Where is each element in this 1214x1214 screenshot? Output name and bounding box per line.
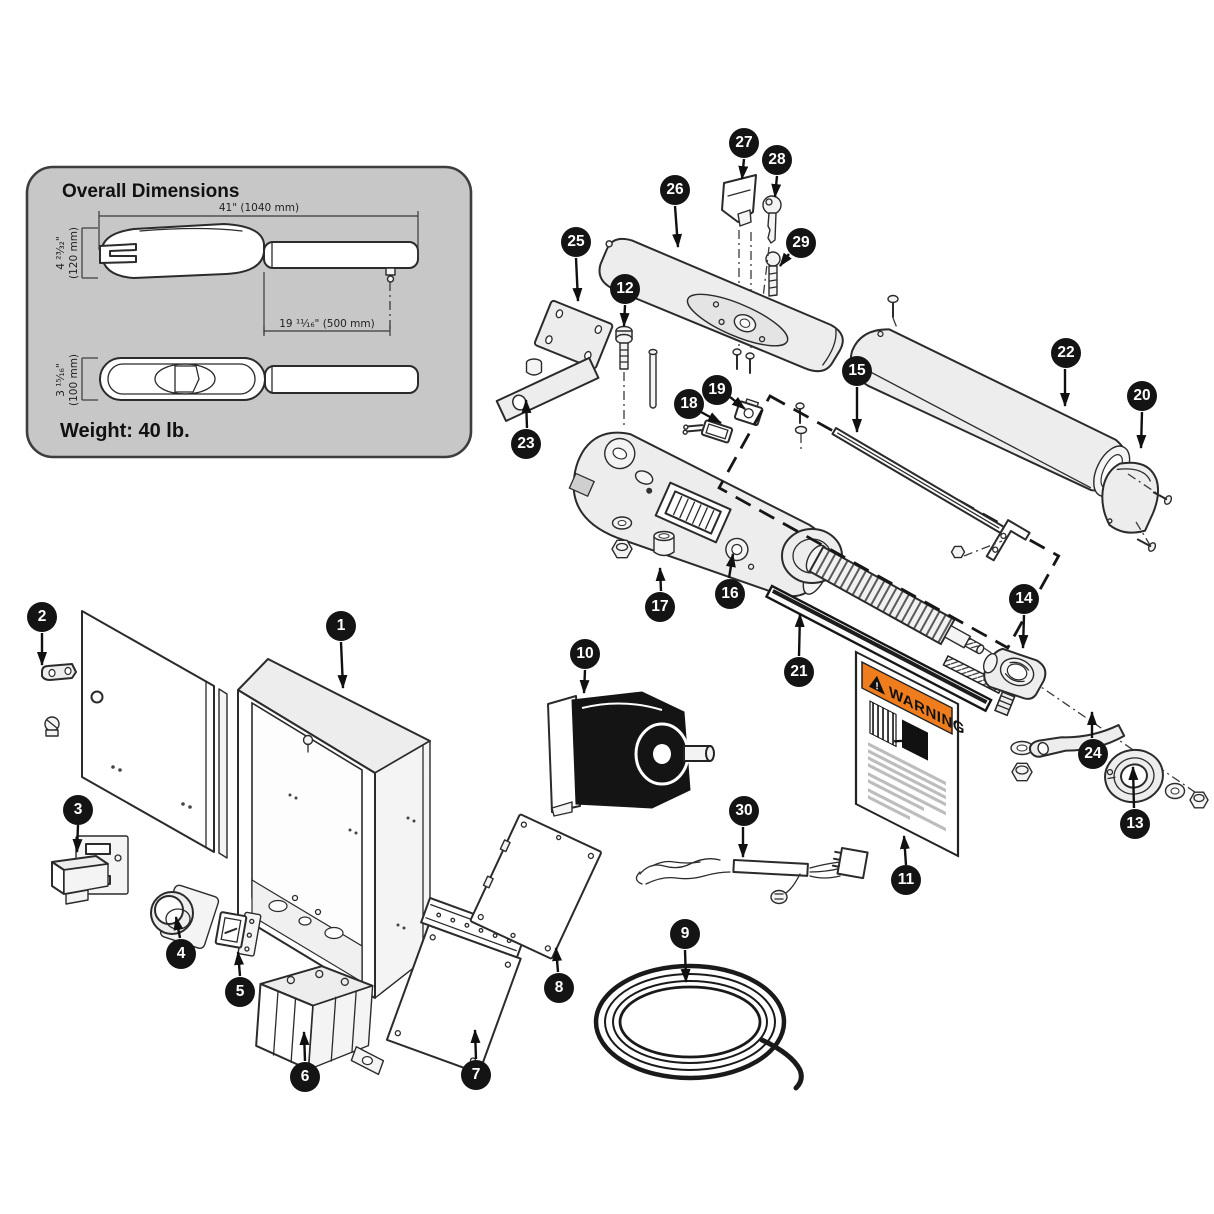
- part-20-end-cap: [1101, 461, 1173, 552]
- callout-arrows: [37, 158, 1147, 1062]
- callout-23: 23: [511, 429, 541, 459]
- callout-16: 16: [715, 579, 745, 609]
- part-21-cover-strip: [764, 584, 1005, 713]
- callout-4: 4: [166, 939, 196, 969]
- lower-height-in-label: 3 ¹⁵⁄₁₆": [55, 363, 67, 396]
- callout-10: 10: [570, 639, 600, 669]
- part-25-rear-plate: [533, 299, 614, 370]
- callout-19: 19: [702, 375, 732, 405]
- callout-20: 20: [1127, 381, 1157, 411]
- part-11-warning-label: ! WARNING: [854, 650, 965, 858]
- part-12-hex-bolt: [615, 325, 658, 428]
- part-13-roller-wheel: [1104, 748, 1209, 809]
- part-24-gate-bracket-strap: [1028, 724, 1126, 758]
- callout-21: 21: [784, 657, 814, 687]
- part-27-release-flap: [721, 174, 757, 227]
- part-14-trunnion-nut: [982, 647, 1047, 782]
- part-26-top-cover: [598, 237, 844, 373]
- warning-alert-exclamation: !: [875, 680, 878, 693]
- upper-height-mm-label: (120 mm): [68, 227, 80, 279]
- part-5-rocker-switch: [214, 911, 262, 957]
- part-10-motor: [547, 691, 715, 817]
- callout-5: 5: [225, 977, 255, 1007]
- stroke-length-label: 19 ¹¹⁄₁₆" (500 mm): [279, 318, 374, 330]
- part-22-tube-cover: [849, 294, 1131, 498]
- warning-body-text-lines: [868, 742, 946, 832]
- overall-dimensions-panel: Overall Dimensions 41" (1040 mm) 4 ²³⁄₃₂…: [25, 165, 473, 459]
- callout-25: 25: [561, 227, 591, 257]
- callout-29: 29: [786, 228, 816, 258]
- callout-9: 9: [670, 919, 700, 949]
- callout-17: 17: [645, 592, 675, 622]
- callout-14: 14: [1009, 584, 1039, 614]
- part-3-latch: [51, 835, 129, 905]
- part-6-transformer: [255, 965, 385, 1076]
- callout-1: 1: [326, 611, 356, 641]
- callout-24: 24: [1078, 739, 1108, 769]
- part-30-wiring-harness: [635, 847, 869, 905]
- callout-11: 11: [891, 865, 921, 895]
- warning-alert-triangle-icon: [869, 675, 885, 695]
- part-17-bushing: [611, 516, 675, 559]
- callout-30: 30: [729, 796, 759, 826]
- callout-15: 15: [842, 356, 872, 386]
- cabinet-door: [81, 610, 228, 859]
- callout-8: 8: [544, 973, 574, 1003]
- callout-2: 2: [27, 602, 57, 632]
- part-2-corner-bracket: [41, 663, 77, 737]
- callout-28: 28: [762, 145, 792, 175]
- upper-height-in-label: 4 ²³⁄₃₂": [55, 236, 67, 269]
- overall-length-label: 41" (1040 mm): [219, 202, 299, 214]
- callout-22: 22: [1051, 338, 1081, 368]
- limit-screw: [794, 402, 808, 450]
- lower-height-mm-label: (100 mm): [68, 354, 80, 406]
- worm-screw: [805, 544, 985, 655]
- part-19-limit-clip: [733, 398, 764, 427]
- callout-12: 12: [610, 274, 640, 304]
- part-16-actuator-body: [568, 431, 843, 598]
- part-1-control-box: [237, 658, 431, 999]
- callout-18: 18: [674, 389, 704, 419]
- callout-27: 27: [729, 128, 759, 158]
- weight-label: Weight: 40 lb.: [60, 420, 190, 442]
- callout-6: 6: [290, 1062, 320, 1092]
- panel-title: Overall Dimensions: [62, 181, 239, 202]
- part-18-limit-clip: [682, 419, 734, 444]
- callout-7: 7: [461, 1060, 491, 1090]
- part-8-control-board: [469, 813, 602, 960]
- part-9-cable-coil: [593, 963, 804, 1091]
- callout-26: 26: [660, 175, 690, 205]
- part-29-lock-bolt: [765, 251, 781, 297]
- part-23-rear-bracket: [495, 356, 600, 422]
- callout-3: 3: [63, 795, 93, 825]
- part-28-key: [762, 195, 782, 244]
- callout-13: 13: [1120, 809, 1150, 839]
